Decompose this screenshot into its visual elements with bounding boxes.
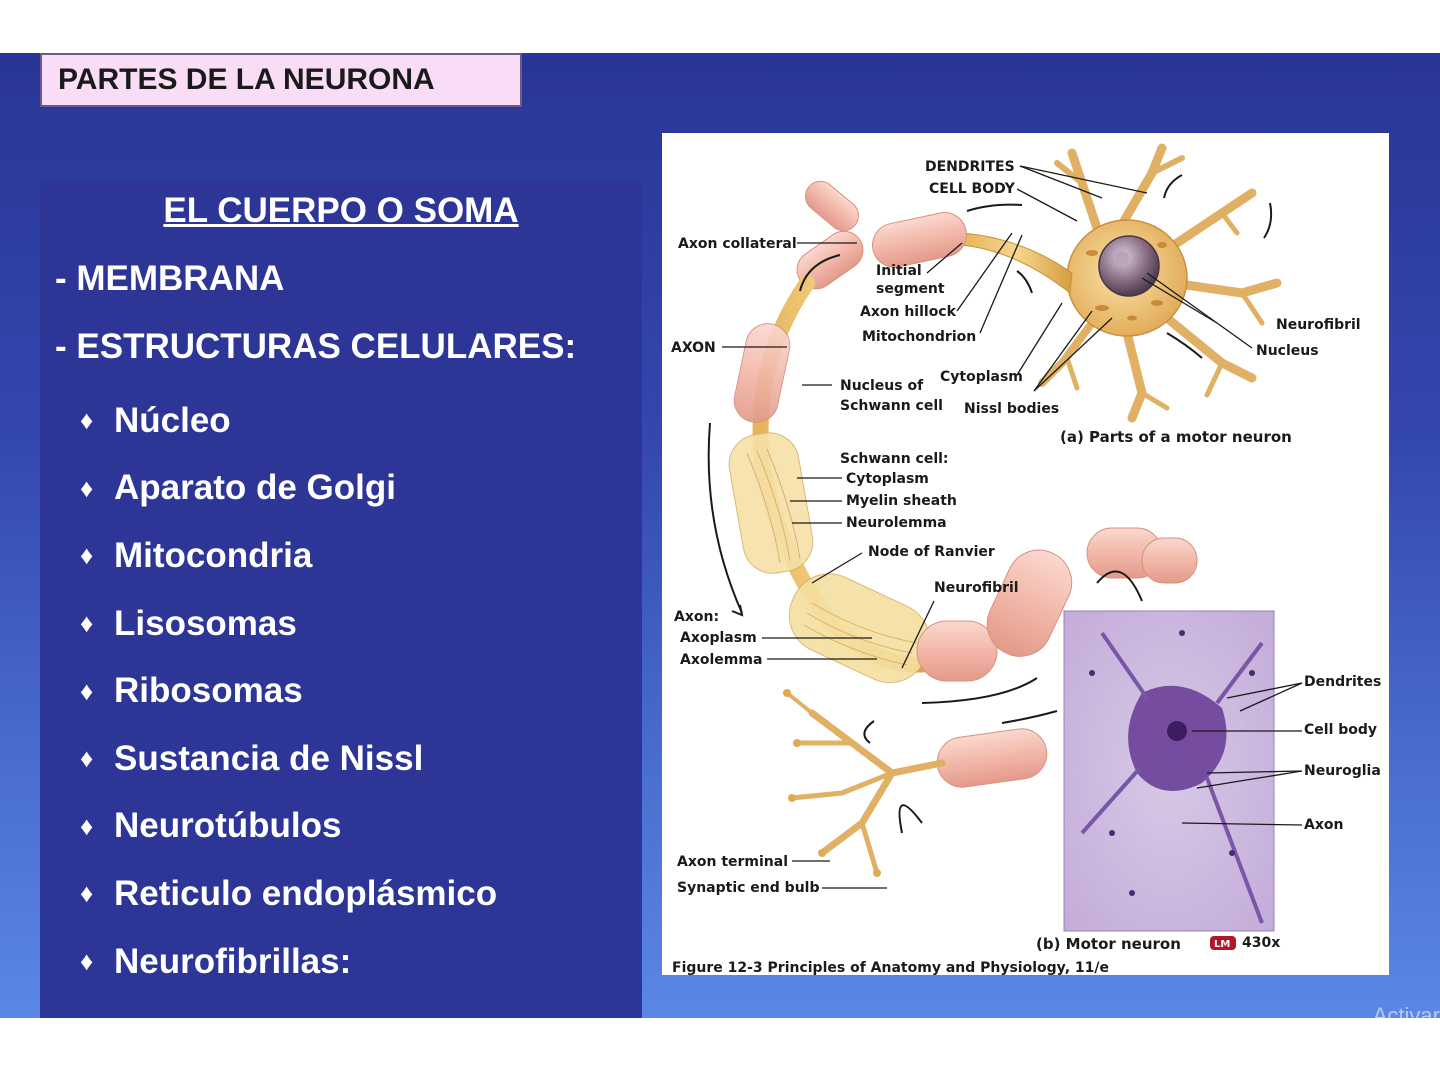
slide: PARTES DE LA NEURONA EL CUERPO O SOMA - … — [0, 53, 1440, 1018]
micrograph — [1063, 610, 1275, 932]
myelin-segments-top — [796, 180, 967, 290]
label-node-of-ranvier: Node of Ranvier — [868, 544, 995, 560]
diamond-bullet-icon: ♦ — [80, 405, 94, 436]
label-magnification: 430x — [1242, 935, 1280, 951]
label-axon-b: Axon — [1304, 817, 1343, 833]
diamond-bullet-icon: ♦ — [80, 675, 94, 706]
diamond-bullet-icon: ♦ — [80, 743, 94, 774]
caption-b: (b) Motor neuron — [1036, 935, 1181, 953]
label-axon-collateral: Axon collateral — [678, 236, 797, 252]
label-schwann-cell-colon: Schwann cell: — [840, 451, 949, 467]
lm-badge — [1210, 936, 1236, 950]
label-synaptic-end-bulb: Synaptic end bulb — [677, 880, 819, 896]
label-nissl-bodies: Nissl bodies — [964, 401, 1059, 417]
label-cell-body: CELL BODY — [929, 181, 1016, 197]
list-item: ♦Ribosomas — [80, 671, 303, 711]
label-cytoplasm: Cytoplasm — [940, 369, 1023, 385]
watermark: Activar — [1372, 1003, 1440, 1018]
section-heading: EL CUERPO O SOMA — [163, 191, 519, 230]
list-item: ♦Sustancia de Nissl — [80, 738, 424, 778]
list-item: ♦Neurotúbulos — [80, 806, 342, 846]
list-item: ♦Aparato de Golgi — [80, 468, 396, 508]
list-item: ♦Lisosomas — [80, 603, 297, 643]
label-neurofibril-2: Neurofibril — [934, 580, 1019, 596]
label-dendrites-b: Dendrites — [1304, 674, 1381, 690]
list-item: ♦Núcleo — [80, 400, 231, 440]
list-item: ♦Reticulo endoplásmico — [80, 873, 498, 913]
label-neurofibril: Neurofibril — [1276, 317, 1361, 333]
nucleolus — [1115, 251, 1129, 265]
label-axon: AXON — [671, 340, 716, 356]
label-nucleus-of: Nucleus of — [840, 378, 924, 394]
label-axon-hillock: Axon hillock — [860, 304, 957, 320]
label-initial: Initial — [876, 263, 922, 279]
dendrites — [1038, 143, 1282, 423]
neuron-diagram: DENDRITES CELL BODY Axon collateral Init… — [671, 143, 1381, 975]
myelin-sheath — [728, 323, 931, 684]
section-membrana: - MEMBRANA — [55, 259, 285, 298]
label-neurolemma: Neurolemma — [846, 515, 947, 531]
label-cell-body-b: Cell body — [1304, 722, 1377, 738]
caption-a: (a) Parts of a motor neuron — [1060, 428, 1292, 446]
diamond-bullet-icon: ♦ — [80, 608, 94, 639]
myelin-segments-bottom — [916, 527, 1198, 788]
synaptic-end-bulbs — [783, 689, 881, 877]
section-estructuras: - ESTRUCTURAS CELULARES: — [55, 327, 577, 366]
leader-lines — [722, 165, 1303, 889]
label-sc-cytoplasm: Cytoplasm — [846, 471, 929, 487]
label-neuroglia: Neuroglia — [1304, 763, 1381, 779]
label-schwann-cell: Schwann cell — [840, 398, 943, 414]
label-dendrites: DENDRITES — [925, 159, 1015, 175]
axon-hillock — [961, 232, 1073, 294]
diamond-bullet-icon: ♦ — [80, 946, 94, 977]
nissl-bodies — [1086, 242, 1167, 321]
label-nucleus: Nucleus — [1256, 343, 1319, 359]
label-mitochondrion: Mitochondrion — [862, 329, 976, 345]
label-axon-terminal: Axon terminal — [677, 854, 788, 870]
content-panel: EL CUERPO O SOMA - MEMBRANA - ESTRUCTURA… — [40, 181, 642, 1018]
diamond-bullet-icon: ♦ — [80, 540, 94, 571]
diamond-bullet-icon: ♦ — [80, 810, 94, 841]
neuron-figure: DENDRITES CELL BODY Axon collateral Init… — [662, 133, 1389, 975]
label-segment: segment — [876, 281, 945, 297]
lm-badge-text: LM — [1214, 939, 1230, 950]
figure-caption: Figure 12-3 Principles of Anatomy and Ph… — [672, 960, 1109, 975]
label-axolemma: Axolemma — [680, 652, 762, 668]
list-item: ♦Mitocondria — [80, 535, 313, 575]
flow-arrows — [707, 174, 1273, 834]
diamond-bullet-icon: ♦ — [80, 472, 94, 503]
label-axon-colon: Axon: — [674, 609, 719, 625]
label-myelin-sheath: Myelin sheath — [846, 493, 957, 509]
diamond-bullet-icon: ♦ — [80, 878, 94, 909]
nucleus — [1098, 235, 1160, 297]
label-axoplasm: Axoplasm — [680, 630, 757, 646]
axon-terminal — [785, 691, 946, 876]
structures-list: ♦Núcleo ♦Aparato de Golgi ♦Mitocondria ♦… — [80, 387, 497, 995]
slide-title: PARTES DE LA NEURONA — [40, 53, 522, 107]
list-item: ♦Neurofibrillas: — [80, 941, 352, 981]
